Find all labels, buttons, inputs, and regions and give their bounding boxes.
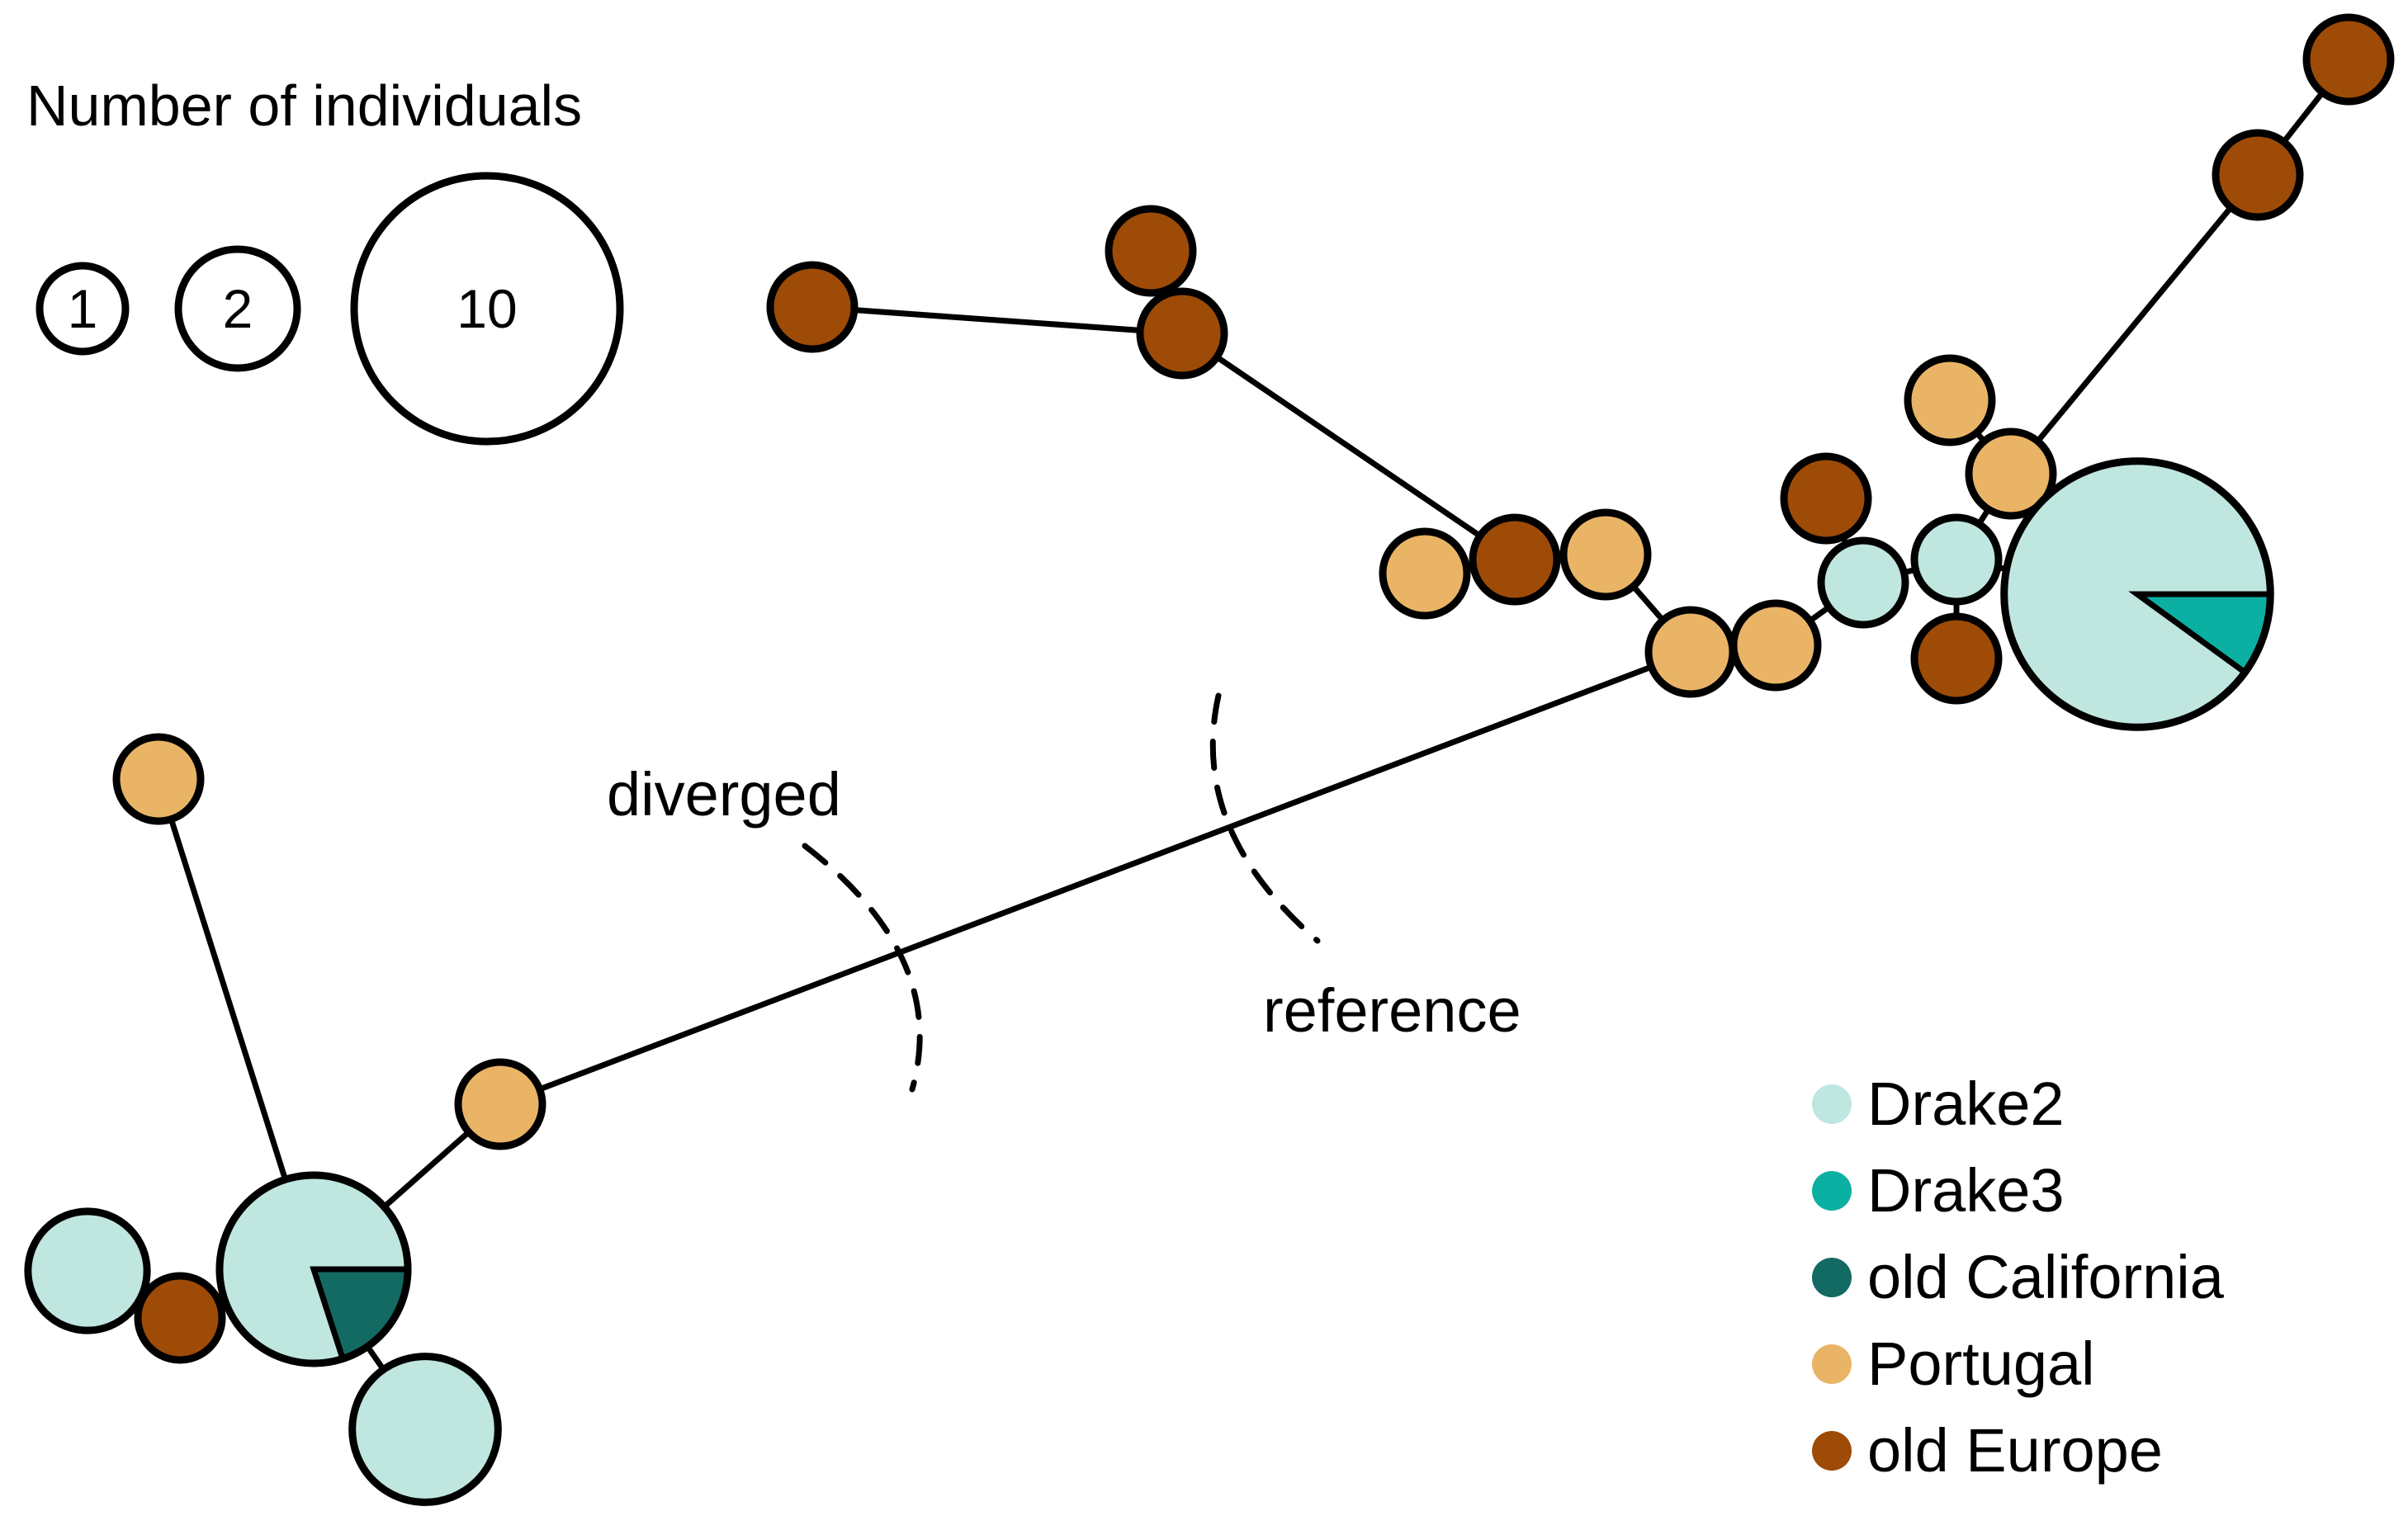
network-node-T (24, 1207, 151, 1334)
node-circle-U (134, 1272, 226, 1364)
legend-dot-drake2 (1812, 1084, 1852, 1124)
network-edge-A-C (811, 304, 1183, 337)
annotation-arcs-layer (802, 692, 1321, 1093)
reference-label: reference (1263, 976, 1521, 1045)
size-legend: Number of individuals 1 2 10 (26, 73, 624, 446)
reference-arc (1209, 692, 1321, 944)
network-node-I (1780, 452, 1872, 545)
node-circle-K (1910, 513, 2003, 606)
node-circle-J (1817, 536, 1909, 629)
node-circle-Q (112, 733, 205, 825)
node-circle-P1 (2212, 129, 2304, 221)
network-edge-C-E (1180, 331, 1516, 562)
network-node-P2 (2302, 13, 2395, 106)
network-node-N (1965, 427, 2057, 520)
node-circle-F (1559, 508, 1652, 601)
node-circle-O (1910, 612, 2003, 705)
network-node-Q (112, 733, 205, 825)
diverged-arc (802, 843, 923, 1093)
node-circle-P2 (2302, 13, 2395, 106)
size-legend-circle-1 (35, 262, 130, 356)
network-node-V (348, 1353, 502, 1506)
network-nodes-layer (24, 13, 2395, 1506)
network-node-G (1644, 606, 1737, 698)
network-node-E (1469, 513, 1561, 606)
network-node-K (1910, 513, 2003, 606)
node-circle-M (1904, 354, 1996, 446)
node-outline-L (2000, 457, 2274, 731)
network-edge-G-R (499, 649, 1692, 1107)
size-legend-circle-2 (174, 245, 301, 372)
network-node-P1 (2212, 129, 2304, 221)
network-node-J (1817, 536, 1909, 629)
node-outline-S (215, 1171, 412, 1367)
size-legend-label-10: 10 (457, 278, 517, 339)
network-node-F (1559, 508, 1652, 601)
node-circle-B (1105, 205, 1197, 297)
node-circle-A (766, 261, 859, 353)
node-circle-C (1136, 287, 1228, 380)
legend-label-drake3: Drake3 (1867, 1156, 2065, 1225)
network-node-R (454, 1058, 546, 1150)
network-node-L (2000, 457, 2274, 731)
network-edge-N-P1 (2008, 172, 2260, 476)
node-circle-I (1780, 452, 1872, 545)
population-legend: Drake2 Drake3 old California Portugal ol… (1812, 1070, 2225, 1485)
network-node-M (1904, 354, 1996, 446)
network-node-B (1105, 205, 1197, 297)
diverged-label: diverged (607, 760, 841, 829)
network-node-A (766, 261, 859, 353)
node-circle-G (1644, 606, 1737, 698)
node-circle-E (1469, 513, 1561, 606)
node-circle-T (24, 1207, 151, 1334)
network-node-S (215, 1171, 412, 1367)
network-node-U (134, 1272, 226, 1364)
node-circle-H (1729, 599, 1822, 692)
node-circle-V (348, 1353, 502, 1506)
node-circle-N (1965, 427, 2057, 520)
size-legend-label-1: 1 (68, 278, 98, 339)
legend-label-drake2: Drake2 (1867, 1070, 2065, 1138)
legend-label-old-california: old California (1867, 1243, 2225, 1311)
size-legend-label-2: 2 (223, 278, 253, 339)
legend-label-old-europe: old Europe (1867, 1416, 2163, 1485)
network-node-C (1136, 287, 1228, 380)
legend-dot-old-europe (1812, 1431, 1852, 1471)
legend-dot-old-california (1812, 1258, 1852, 1297)
network-node-D (1379, 527, 1471, 620)
network-node-O (1910, 612, 2003, 705)
legend-dot-drake3 (1812, 1171, 1852, 1211)
legend-label-portugal: Portugal (1867, 1329, 2095, 1398)
size-legend-circle-10 (350, 172, 624, 446)
size-legend-title: Number of individuals (26, 73, 582, 138)
node-circle-D (1379, 527, 1471, 620)
network-node-H (1729, 599, 1822, 692)
node-circle-R (454, 1058, 546, 1150)
legend-dot-portugal (1812, 1344, 1852, 1384)
